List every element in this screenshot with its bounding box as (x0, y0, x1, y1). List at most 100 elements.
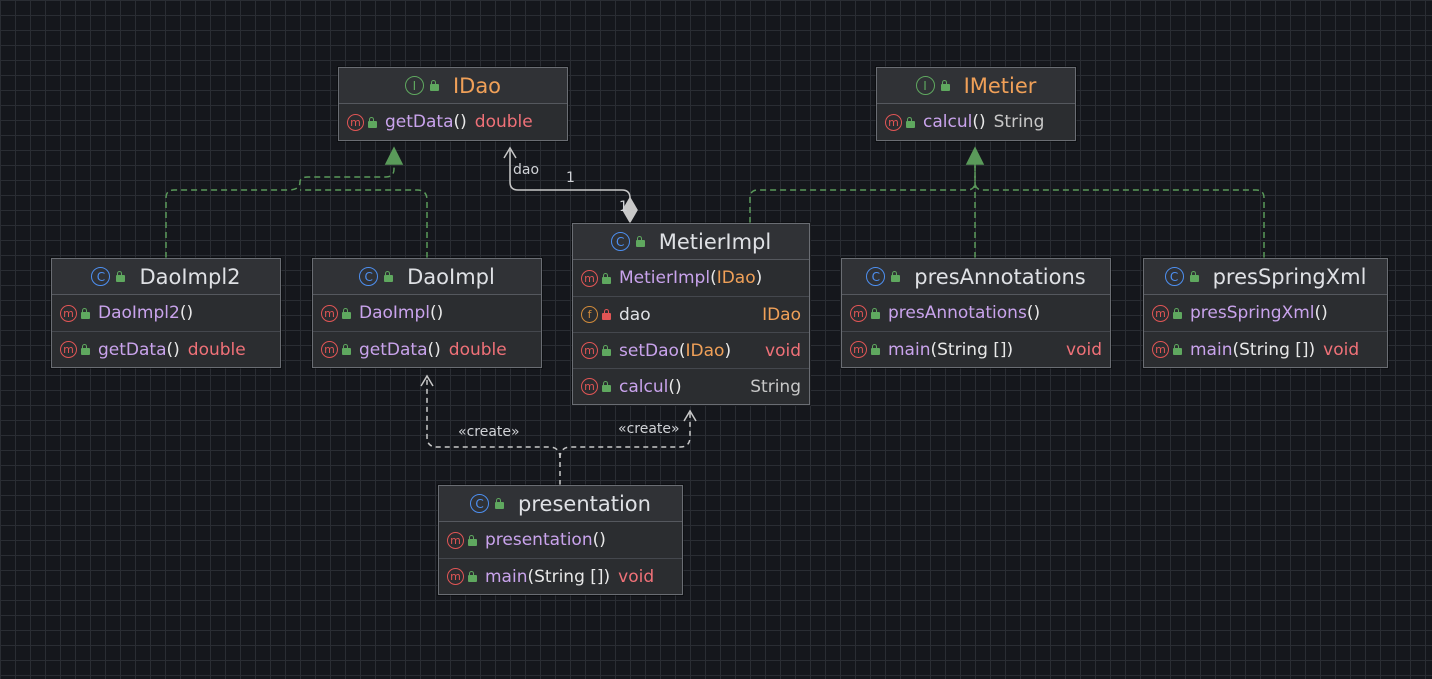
paren-close: ) (173, 339, 180, 360)
public-lock-icon (906, 116, 915, 128)
public-lock-icon (602, 345, 611, 356)
public-lock-icon (1189, 271, 1199, 282)
public-lock-icon (384, 271, 394, 282)
member-name: presentation (485, 530, 593, 550)
daoimpl-name: DaoImpl (407, 264, 495, 289)
member-params: String [] (937, 339, 1007, 360)
create-label-metierimpl: «create» (618, 421, 680, 437)
paren-close: ) (434, 339, 441, 360)
member-return-type: void (618, 566, 655, 587)
paren-open: ( (527, 566, 535, 587)
paren-close: ) (978, 112, 986, 132)
paren-open: ( (668, 376, 675, 397)
paren-open: ( (179, 303, 187, 323)
member-return-type: double (448, 339, 507, 360)
private-lock-icon (602, 309, 611, 320)
public-lock-icon (81, 344, 90, 355)
paren-close: ) (1321, 303, 1328, 323)
paren-close: ) (1006, 339, 1014, 360)
member-name: dao (619, 304, 651, 325)
paren-close: ) (599, 530, 606, 550)
public-lock-icon (891, 271, 901, 282)
public-lock-icon (495, 498, 505, 509)
paren-close: ) (674, 376, 682, 397)
member-name: setDao (619, 340, 679, 361)
public-lock-icon (602, 272, 611, 284)
realization-arrowhead-idao (384, 146, 404, 165)
member-params: IDao (685, 340, 725, 361)
paren-open: ( (453, 112, 461, 132)
method-icon: m (1152, 341, 1169, 358)
public-lock-icon (429, 80, 439, 91)
create-label-daoimpl: «create» (458, 424, 520, 440)
class-icon: C (610, 232, 630, 251)
method-icon: m (1152, 304, 1169, 322)
member-name: presAnnotations (888, 303, 1027, 323)
method-icon: m (850, 341, 867, 358)
member-params: IDao (716, 268, 756, 288)
member-name: main (485, 566, 528, 587)
paren-open: ( (710, 268, 717, 288)
interface-icon: I (404, 76, 424, 95)
method-icon: m (60, 341, 77, 358)
paren-close: ) (1033, 303, 1041, 323)
public-lock-icon (940, 80, 950, 91)
member-return-type: String (993, 112, 1045, 132)
presannotations-name: presAnnotations (914, 264, 1086, 289)
paren-close: ) (460, 112, 467, 132)
member-name: MetierImpl (619, 268, 711, 288)
member-name: getData (359, 339, 428, 360)
member-return-type: double (187, 339, 246, 360)
paren-open: ( (678, 340, 686, 361)
member-name: DaoImpl (359, 303, 430, 323)
member-return-type: IDao (762, 304, 801, 325)
member-name: calcul (923, 112, 973, 132)
association-arrowhead (503, 146, 517, 159)
association-role-label: dao (513, 162, 540, 178)
public-lock-icon (468, 571, 477, 582)
create-arrowhead-daoimpl (420, 374, 434, 387)
presannotations-member-presannotations[interactable]: m presAnnotations() (842, 295, 1110, 331)
public-lock-icon (368, 116, 377, 128)
method-icon: m (321, 304, 338, 322)
member-return-type: void (1323, 339, 1360, 360)
member-name: DaoImpl2 (98, 303, 180, 323)
paren-open: ( (166, 339, 174, 360)
member-name: main (1190, 339, 1233, 360)
method-icon: m (581, 378, 598, 395)
method-icon: m (850, 304, 867, 322)
paren-close: ) (603, 566, 611, 587)
class-icon: C (866, 267, 886, 286)
public-lock-icon (635, 236, 645, 247)
realization-edge-daoimpl2 (165, 164, 395, 258)
method-icon: m (447, 531, 464, 549)
paren-open: ( (1026, 303, 1034, 323)
